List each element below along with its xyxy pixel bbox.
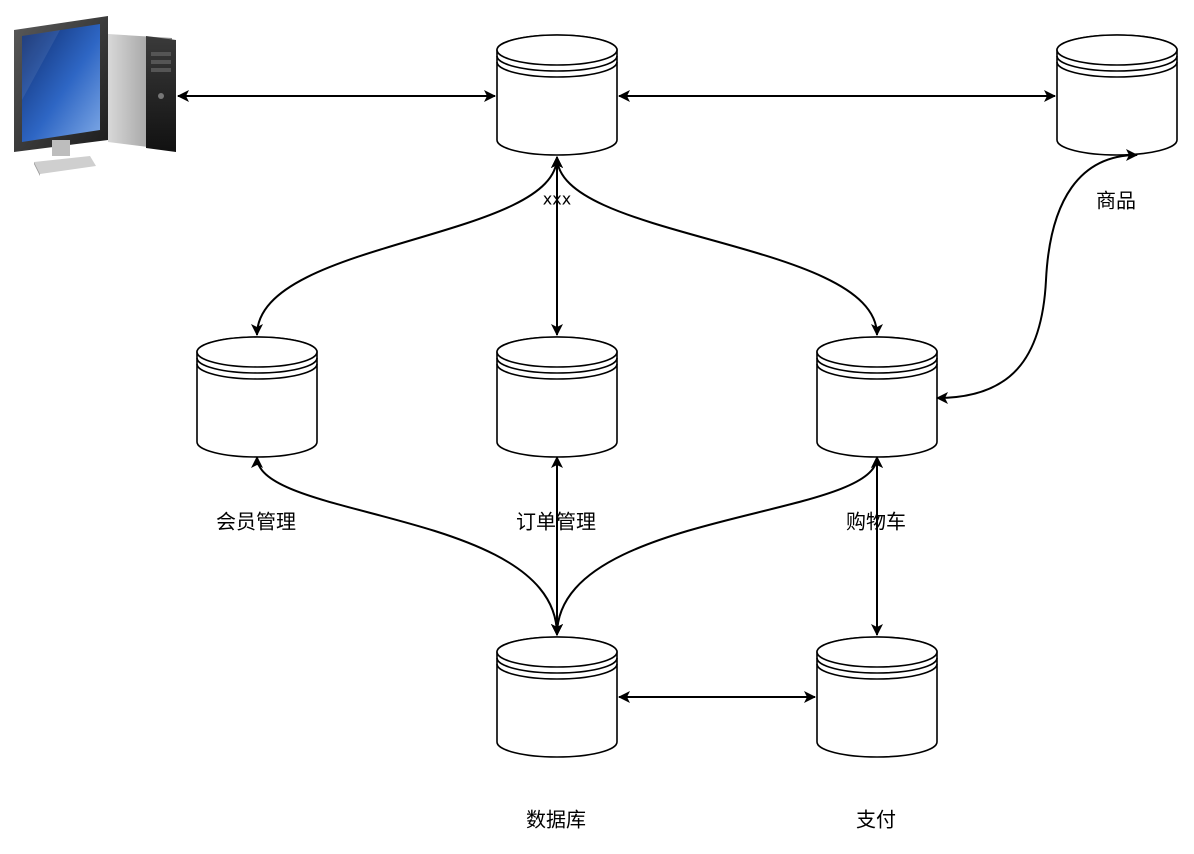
edge-member-database [251,456,563,636]
cart-cylinder [816,336,938,458]
edge-gateway-cart [551,156,883,336]
computer-icon [14,16,176,176]
database-label: 数据库 [526,807,586,832]
payment-cylinder [816,636,938,758]
database-cylinder [496,636,618,758]
order-cylinder [496,336,618,458]
order-label: 订单管理 [516,509,596,534]
member-label: 会员管理 [216,509,296,534]
gateway-label: xxx [542,189,572,209]
edge-goods-cart [936,149,1138,404]
cart-label: 购物车 [846,509,906,534]
member-cylinder [196,336,318,458]
gateway-cylinder [496,34,618,156]
edge-gateway-member [251,156,563,336]
goods-cylinder [1056,34,1178,156]
payment-label: 支付 [856,807,896,832]
goods-label: 商品 [1096,188,1136,213]
edge-cart-database [551,456,883,636]
edge-layer [177,90,1138,703]
cylinder-layer [196,34,1178,758]
